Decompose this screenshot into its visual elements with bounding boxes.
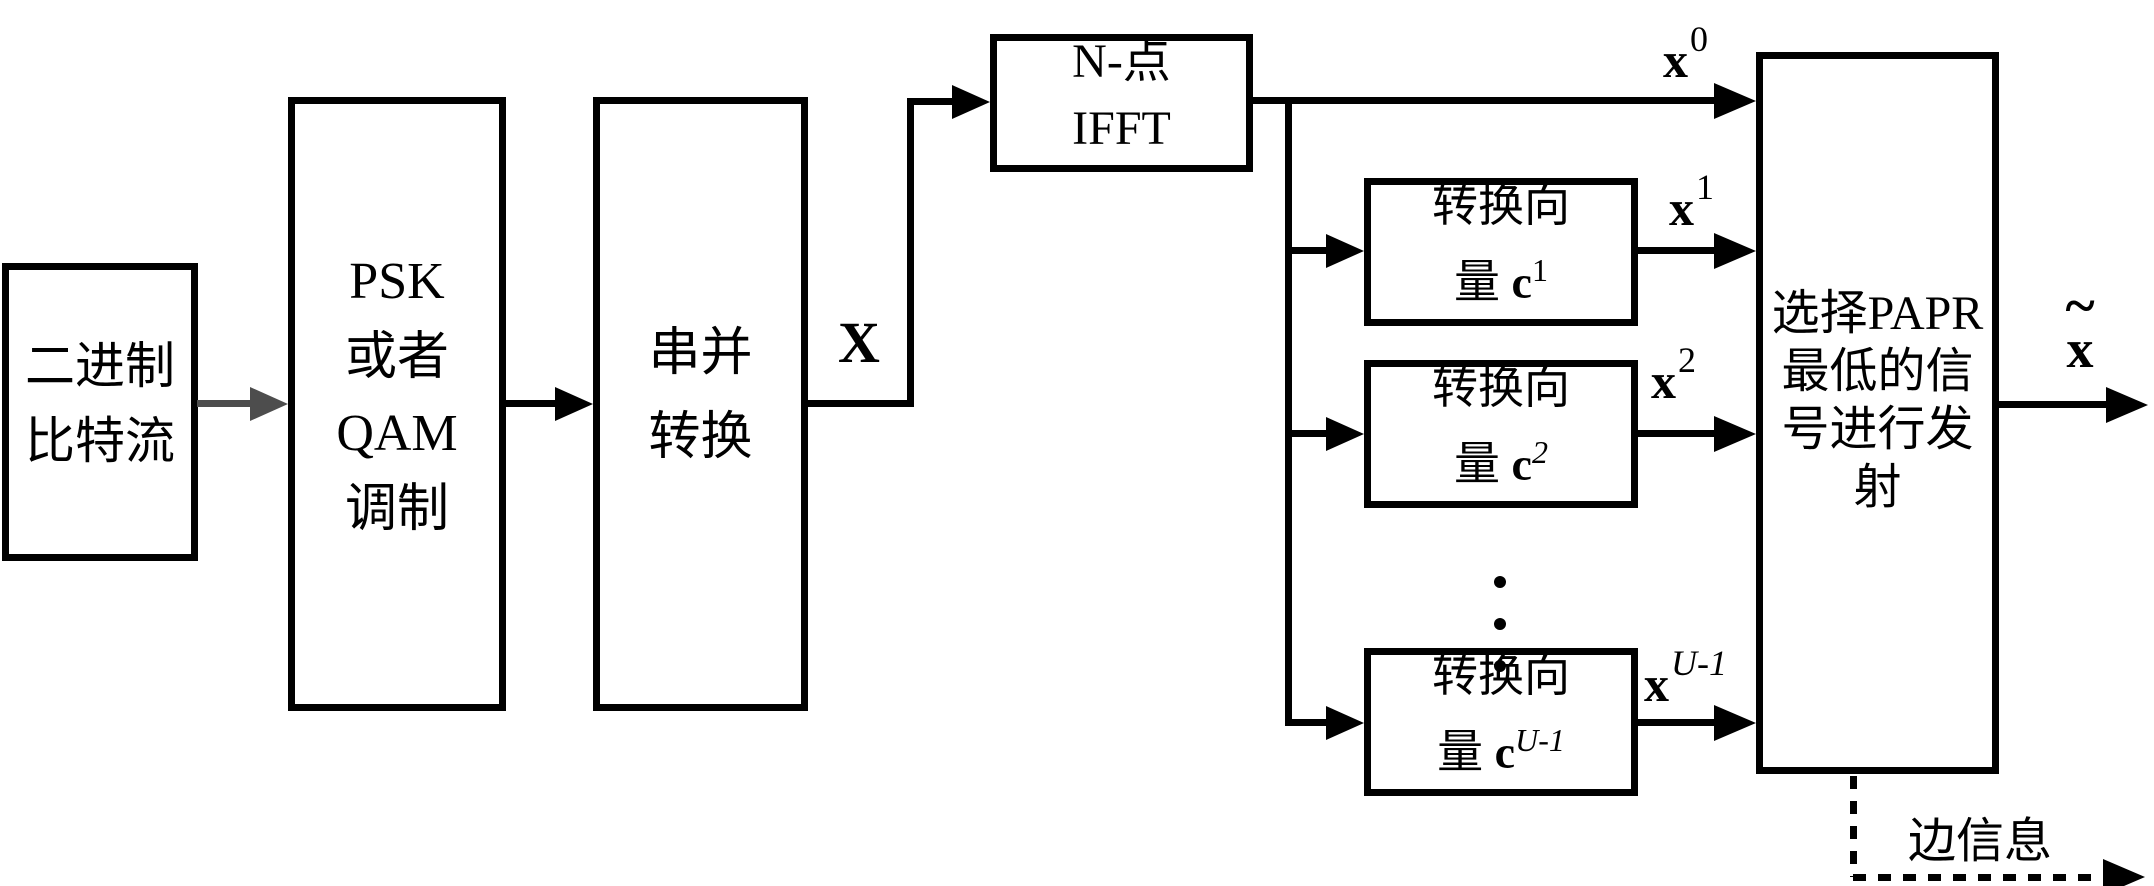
arrowhead-sp-to-ifft bbox=[952, 85, 990, 119]
label-x0: x0 bbox=[1663, 19, 1708, 88]
side-info-dashed-horizontal bbox=[1853, 874, 2105, 881]
side-info-dashed-vertical bbox=[1850, 776, 1857, 877]
phase-vector-2-line1: 转换向 bbox=[1432, 361, 1570, 413]
label-x2: x2 bbox=[1651, 340, 1696, 409]
arrowhead-binary-to-modulation bbox=[250, 387, 288, 421]
vertical-ellipsis-dot bbox=[1494, 618, 1506, 630]
x-tilde-base: x bbox=[2066, 319, 2094, 379]
binary-stream-line1: 二进制 bbox=[25, 338, 175, 394]
ifft-line1: N-点 bbox=[1072, 35, 1171, 88]
arrow-x2-shaft bbox=[1637, 430, 1717, 437]
ifft-line2: IFFT bbox=[1072, 102, 1171, 155]
phase-vector-u-line1: 转换向 bbox=[1432, 649, 1570, 701]
arrowhead-to-c1 bbox=[1326, 234, 1364, 268]
binary-stream-block: 二进制 比特流 bbox=[2, 263, 198, 561]
phase-vector-u-minus-1-block: 转换向 量 cU-1 bbox=[1364, 648, 1638, 796]
serial-parallel-line2: 转换 bbox=[648, 409, 753, 466]
side-info-label: 边信息 bbox=[1908, 815, 2053, 868]
binary-stream-line2: 比特流 bbox=[25, 413, 175, 469]
arrowhead-xu bbox=[1714, 705, 1756, 741]
papr-selector-line2: 最低的信 bbox=[1781, 345, 1974, 398]
elbow-sp-vertical bbox=[907, 98, 914, 407]
vertical-ellipsis-dot bbox=[1494, 660, 1506, 672]
arrowhead-x0 bbox=[1714, 83, 1756, 119]
arrowhead-x1 bbox=[1714, 233, 1756, 269]
modulation-block: PSK 或者 QAM 调制 bbox=[288, 97, 506, 711]
papr-selector-block: 选择PAPR 最低的信 号进行发 射 bbox=[1756, 52, 1999, 774]
label-x1: x1 bbox=[1669, 167, 1714, 236]
arrowhead-output bbox=[2106, 387, 2148, 423]
label-x-u-minus-1: xU-1 bbox=[1644, 643, 1727, 712]
arrowhead-x2 bbox=[1714, 416, 1756, 452]
n-point-ifft-block: N-点 IFFT bbox=[990, 34, 1253, 172]
phase-vector-u-line2: 量 cU-1 bbox=[1437, 721, 1565, 778]
arrowhead-to-cu bbox=[1326, 706, 1364, 740]
elbow-sp-horizontal bbox=[807, 400, 914, 407]
tilde-accent: ~ bbox=[2065, 275, 2095, 337]
branch-to-c2-shaft bbox=[1285, 430, 1329, 437]
arrow-binary-to-modulation-shaft bbox=[197, 400, 252, 407]
modulation-line1: PSK bbox=[349, 253, 445, 310]
label-x-serial: X bbox=[838, 310, 880, 375]
arrow-output-shaft bbox=[1998, 401, 2108, 408]
arrow-x0-shaft bbox=[1252, 97, 1718, 104]
arrow-sp-to-ifft-shaft bbox=[907, 98, 955, 105]
arrowhead-to-c2 bbox=[1326, 417, 1364, 451]
phase-vector-1-block: 转换向 量 c1 bbox=[1364, 178, 1638, 326]
phase-vector-1-line2: 量 c1 bbox=[1454, 251, 1548, 308]
phase-vector-1-line1: 转换向 bbox=[1432, 179, 1570, 231]
distribution-bus-vertical bbox=[1285, 98, 1292, 726]
modulation-line4: 调制 bbox=[344, 481, 449, 538]
modulation-line3: QAM bbox=[336, 405, 458, 462]
branch-to-cu-shaft bbox=[1285, 719, 1329, 726]
phase-vector-2-block: 转换向 量 c2 bbox=[1364, 360, 1638, 508]
papr-selector-line4: 射 bbox=[1853, 461, 1902, 514]
serial-parallel-block: 串并 转换 bbox=[593, 97, 808, 711]
branch-to-c1-shaft bbox=[1285, 247, 1329, 254]
papr-selector-line1: 选择PAPR bbox=[1771, 287, 1984, 340]
arrow-modulation-to-sp-shaft bbox=[505, 400, 557, 407]
modulation-line2: 或者 bbox=[344, 329, 449, 386]
arrow-xu-shaft bbox=[1637, 719, 1717, 726]
label-x-tilde: ~ x bbox=[2038, 275, 2122, 379]
phase-vector-2-line2: 量 c2 bbox=[1454, 433, 1548, 490]
papr-selector-line3: 号进行发 bbox=[1781, 403, 1974, 456]
arrowhead-modulation-to-sp bbox=[555, 387, 593, 421]
vertical-ellipsis-dot bbox=[1494, 576, 1506, 588]
arrow-x1-shaft bbox=[1637, 247, 1717, 254]
arrowhead-side-info bbox=[2103, 859, 2145, 886]
serial-parallel-line1: 串并 bbox=[648, 325, 753, 382]
